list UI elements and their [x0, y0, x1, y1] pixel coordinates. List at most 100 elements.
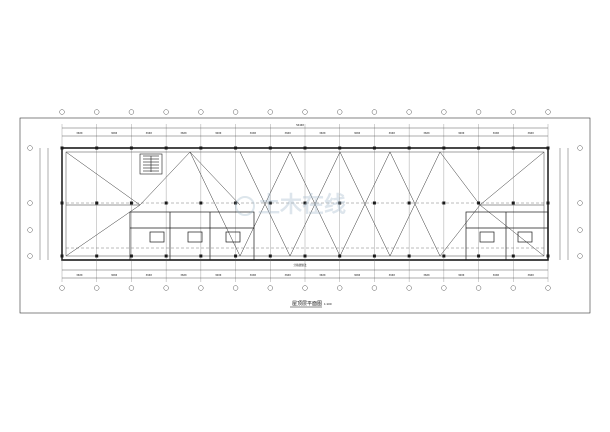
column-marker: [164, 254, 168, 258]
dimension-text-top: 3600: [389, 131, 396, 135]
column-marker: [268, 254, 272, 258]
column-marker: [60, 254, 64, 258]
axis-bubble-bottom: [371, 285, 378, 291]
axis-bubble-bottom: [337, 285, 343, 291]
row-axis-bubble: [577, 145, 583, 151]
column-marker: [338, 146, 342, 150]
column-markers: [60, 146, 550, 258]
dimension-text-top: 3600: [423, 131, 430, 135]
roof-slope-lines: [65, 151, 545, 257]
dimension-text-top: 3600: [215, 131, 222, 135]
axis-bubble-top: [475, 109, 482, 115]
dimension-text-top: 3600: [458, 131, 465, 135]
column-marker: [199, 201, 203, 205]
column-marker: [129, 201, 133, 205]
axis-bubble-bottom: [441, 285, 447, 291]
column-marker: [268, 201, 272, 205]
top-dimension-texts: 3600 3600 3600 3600 3600 3600 3600 3600 3600 3600…: [76, 131, 534, 135]
watermark-emblem: [235, 196, 255, 216]
column-marker: [164, 201, 168, 205]
column-marker: [199, 254, 203, 258]
row-axis-bubble: [577, 227, 583, 233]
column-marker: [511, 146, 515, 150]
axis-bubble-bottom: [232, 285, 239, 291]
dimension-text-bottom: 3600: [493, 273, 500, 277]
column-marker: [60, 201, 64, 205]
dimension-text-bottom: 3600: [458, 273, 465, 277]
dimension-text-bottom: 3600: [354, 273, 361, 277]
column-marker: [338, 201, 342, 205]
dimension-lines: [39, 127, 569, 279]
drawing-scale: 1:100: [324, 302, 332, 306]
column-marker: [303, 201, 307, 205]
right-room-block: [465, 211, 549, 261]
axis-bubble-bottom: [510, 285, 516, 291]
column-marker: [95, 201, 99, 205]
sheet-frame: [19, 117, 591, 314]
axis-bubble-top: [302, 109, 308, 115]
dimension-text-top: 3600: [285, 131, 292, 135]
dimension-text-top: 3600: [180, 131, 187, 135]
dimension-text-top: 3600: [250, 131, 257, 135]
column-marker: [511, 201, 515, 205]
column-marker: [407, 146, 411, 150]
drawing-title: 屋顶层平面图: [292, 301, 322, 307]
column-marker: [442, 146, 446, 150]
row-axis-bubble: [27, 145, 33, 151]
overall-dimension: 50400: [296, 123, 304, 127]
axis-bubble-bottom: [302, 285, 308, 291]
dimension-text-bottom: 3600: [111, 273, 118, 277]
axis-bubble-top: [406, 109, 412, 115]
axis-bubble-top: [337, 109, 343, 115]
axis-bubble-top: [232, 109, 239, 115]
column-marker: [546, 254, 550, 258]
axis-bubble-top: [510, 109, 516, 115]
dimension-text-bottom: 3600: [423, 273, 430, 277]
dimension-text-bottom: 3600: [146, 273, 153, 277]
dimension-text-bottom: 3600: [319, 273, 326, 277]
axis-bubble-top: [371, 109, 378, 115]
column-marker: [129, 254, 133, 258]
dimension-text-top: 3600: [493, 131, 500, 135]
axis-bubble-top: [198, 109, 204, 115]
column-marker: [407, 201, 411, 205]
dimension-text-bottom: 3600: [215, 273, 222, 277]
bottom-dimension-texts: 3600 3600 3600 3600 3600 3600 3600 3600 3600 3600…: [76, 273, 534, 277]
dimension-text-bottom: 3600: [285, 273, 292, 277]
column-marker: [268, 146, 272, 150]
axis-bubbles: [27, 109, 583, 291]
column-marker: [477, 201, 481, 205]
axis-bubble-bottom: [94, 285, 100, 291]
column-marker: [546, 146, 550, 150]
row-axis-bubble: [27, 227, 33, 233]
dimension-text-bottom: 3600: [250, 273, 257, 277]
dimension-text-bottom: 3600: [76, 273, 83, 277]
column-marker: [372, 146, 376, 150]
column-marker: [164, 146, 168, 150]
axis-bubble-top: [59, 109, 65, 115]
column-marker: [199, 146, 203, 150]
column-marker: [234, 254, 238, 258]
axis-bubble-bottom: [163, 285, 169, 291]
column-marker: [477, 146, 481, 150]
left-room-block: [129, 211, 255, 261]
column-marker: [477, 254, 481, 258]
stair-block: [139, 153, 163, 175]
column-marker: [303, 146, 307, 150]
column-marker: [372, 254, 376, 258]
center-label: 分格缝做法: [294, 263, 307, 267]
column-marker: [129, 146, 133, 150]
column-marker: [442, 254, 446, 258]
dimension-text-bottom: 3600: [180, 273, 187, 277]
column-marker: [234, 201, 238, 205]
row-axis-bubble: [577, 200, 583, 206]
column-marker: [372, 201, 376, 205]
dimension-text-top: 3600: [76, 131, 83, 135]
axis-bubble-bottom: [128, 285, 135, 291]
dimension-text-top: 3600: [354, 131, 361, 135]
column-marker: [60, 146, 64, 150]
axis-bubble-top: [267, 109, 273, 115]
axis-bubble-bottom: [475, 285, 482, 291]
axis-bubble-bottom: [545, 285, 551, 291]
row-axis-bubble: [577, 253, 583, 259]
